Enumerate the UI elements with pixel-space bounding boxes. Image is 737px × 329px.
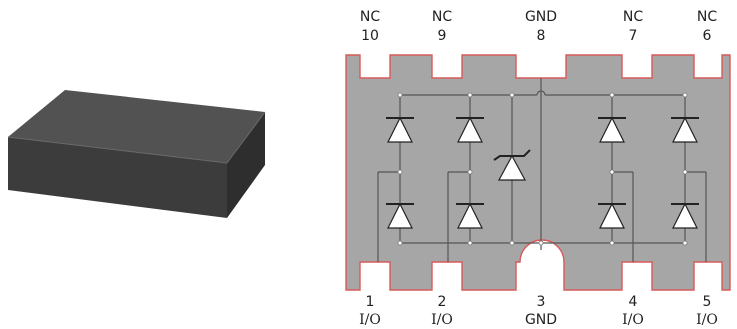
pin-9-name: NC <box>432 9 452 25</box>
pin-7-number: 7 <box>629 28 638 44</box>
pin-3-function: GND <box>525 312 557 328</box>
pin-8-name: GND <box>525 9 557 25</box>
pin-5-number: 5 <box>703 294 712 310</box>
pin-6-number: 6 <box>703 28 712 44</box>
zener-diode <box>493 149 531 181</box>
package-top-face <box>8 90 265 163</box>
pin-10-name: NC <box>360 9 380 25</box>
pin-2-function: I/O <box>431 312 453 328</box>
pin-7-name: NC <box>623 9 643 25</box>
package-front-face <box>8 137 227 218</box>
package-3d-render <box>7 90 266 218</box>
pin-1-function: I/O <box>359 312 381 328</box>
pin-10-number: 10 <box>361 28 379 44</box>
bottom-pin-labels: 1 I/O 2 I/O 3 GND 4 I/O 5 I/O <box>359 294 718 328</box>
pin-5-function: I/O <box>696 312 718 328</box>
package-outline <box>345 54 731 291</box>
diode-lower-4 <box>671 202 699 229</box>
pin-1-number: 1 <box>366 294 375 310</box>
diode-upper-1 <box>386 116 414 143</box>
diode-lower-2 <box>456 202 484 229</box>
pin-2-number: 2 <box>438 294 447 310</box>
pin-8-number: 8 <box>537 28 546 44</box>
diode-lower-3 <box>598 202 626 229</box>
diode-upper-3 <box>598 116 626 143</box>
package-body <box>345 54 731 291</box>
diode-lower-1 <box>386 202 414 229</box>
pin-4-number: 4 <box>629 294 638 310</box>
pin-3-number: 3 <box>537 294 546 310</box>
package-side-face <box>227 112 265 218</box>
diode-upper-4 <box>671 116 699 143</box>
pin-4-function: I/O <box>622 312 644 328</box>
top-pin-labels: NC 10 NC 9 GND 8 NC 7 NC 6 <box>360 9 717 44</box>
pin-6-name: NC <box>697 9 717 25</box>
junction-dots <box>397 92 688 246</box>
diode-upper-2 <box>456 116 484 143</box>
pin-9-number: 9 <box>438 28 447 44</box>
